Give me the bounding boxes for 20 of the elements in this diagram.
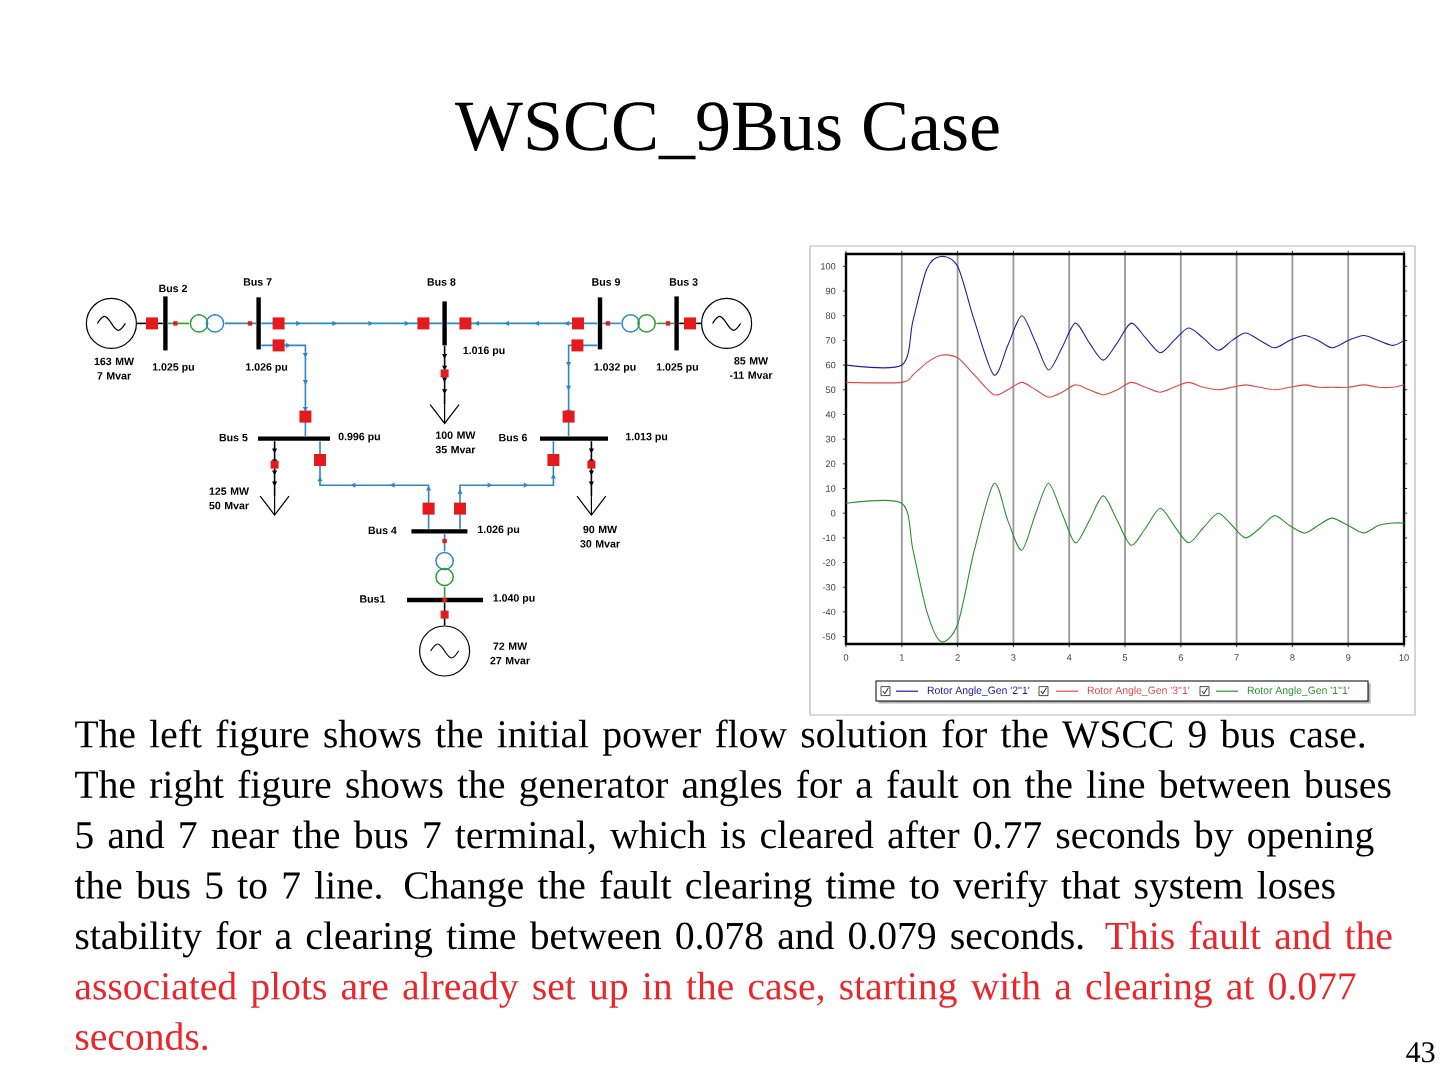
- transformer-symbol: [189, 314, 225, 333]
- power-line: [224, 322, 257, 325]
- power-line: [443, 601, 446, 627]
- power-line: [167, 322, 190, 325]
- slide-title: WSCC_9Bus Case: [455, 102, 999, 160]
- power-line: [272, 440, 278, 497]
- power-line: [601, 322, 622, 325]
- transformer-symbol: [621, 314, 656, 333]
- power-line: [260, 320, 443, 326]
- power-line: [136, 322, 164, 325]
- power-line: [678, 322, 702, 325]
- power-line: [442, 345, 448, 406]
- power-line: [457, 440, 556, 530]
- line-series: [846, 354, 1405, 398]
- line-series: [846, 255, 1405, 376]
- power-line: [260, 342, 308, 437]
- body-text: The left figure shows the initial power flow solution for the WSCC 9 bus case. The right figure shows the generator angles for a fault on the line between buses 5 and 7 near the bus 7 terminal, which is cleared after 0.77 seconds by opening the bus 5 to 7 line. Change the fault clearing time to verify that system loses stability for a clearing time between 0.078 and 0.079 seconds. This fault and the associated plots are already set up in the case, starting with a clearing at 0.077 seconds.: [74, 719, 1392, 1051]
- line-series: [846, 483, 1405, 643]
- transformer-symbol: [435, 551, 454, 587]
- page-number: 43: [1406, 1042, 1435, 1063]
